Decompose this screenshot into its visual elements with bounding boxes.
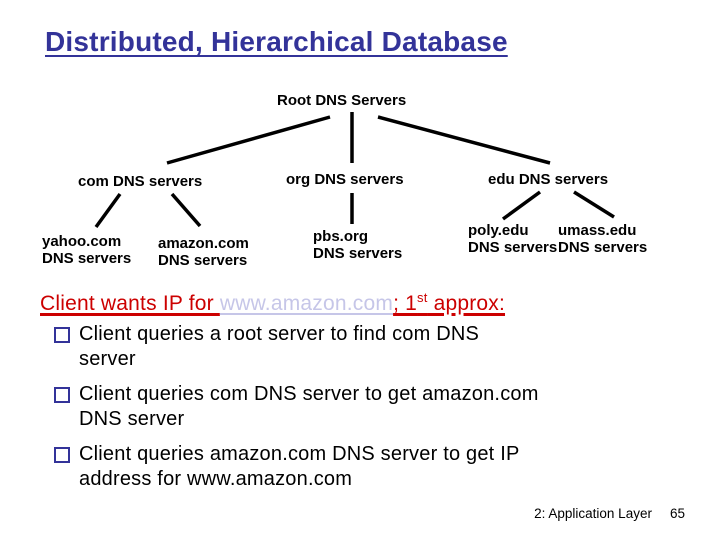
tree-node-pbs-dns-servers: pbs.org DNS servers: [313, 228, 403, 262]
slide-footer: 2: Application Layer 65: [534, 506, 685, 521]
heading-tail-text: ; 1st approx:: [393, 290, 506, 315]
heading-ordinal-superscript: st: [417, 290, 428, 305]
amazon-hyperlink[interactable]: www.amazon.com: [219, 292, 394, 315]
square-bullet-icon: [54, 327, 70, 343]
edge-com-yahoo: [94, 192, 122, 229]
footer-section-label: 2: Application Layer: [534, 506, 652, 521]
tree-node-umass-dns-servers: umass.edu DNS servers: [558, 222, 648, 256]
tree-node-edu-dns-servers: edu DNS servers: [488, 171, 609, 188]
bullet-text: Client queries a root server to find com…: [79, 323, 480, 370]
edge-root-com: [166, 115, 331, 165]
bullet-list: Client queries a root server to find com…: [54, 322, 664, 502]
heading-tail-post: approx:: [427, 292, 506, 315]
tree-node-poly-dns-servers: poly.edu DNS servers: [468, 222, 558, 256]
edge-edu-umass: [573, 190, 615, 219]
section-heading: Client wants IP for www.amazon.com; 1st …: [40, 290, 506, 316]
list-item: Client queries a root server to find com…: [54, 322, 664, 372]
tree-node-yahoo-dns-servers: yahoo.com DNS servers: [42, 233, 132, 267]
tree-node-com-dns-servers: com DNS servers: [78, 173, 203, 190]
square-bullet-icon: [54, 387, 70, 403]
list-item: Client queries amazon.com DNS server to …: [54, 442, 664, 492]
list-item: Client queries com DNS server to get ama…: [54, 382, 664, 432]
square-bullet-icon: [54, 447, 70, 463]
heading-lead-text: Client wants IP for: [40, 292, 220, 315]
footer-page-number: 65: [669, 506, 685, 521]
bullet-text: Client queries com DNS server to get ama…: [79, 383, 539, 430]
edge-edu-poly: [501, 190, 542, 221]
edge-root-edu: [377, 115, 551, 165]
bullet-text: Client queries amazon.com DNS server to …: [79, 443, 520, 490]
tree-node-root-dns-servers: Root DNS Servers: [277, 92, 407, 109]
slide-title: Distributed, Hierarchical Database: [45, 26, 508, 57]
tree-node-amazon-dns-servers: amazon.com DNS servers: [158, 235, 249, 269]
heading-tail-pre: ; 1: [393, 292, 418, 315]
edge-com-amazon: [170, 192, 202, 228]
tree-node-org-dns-servers: org DNS servers: [286, 171, 404, 188]
